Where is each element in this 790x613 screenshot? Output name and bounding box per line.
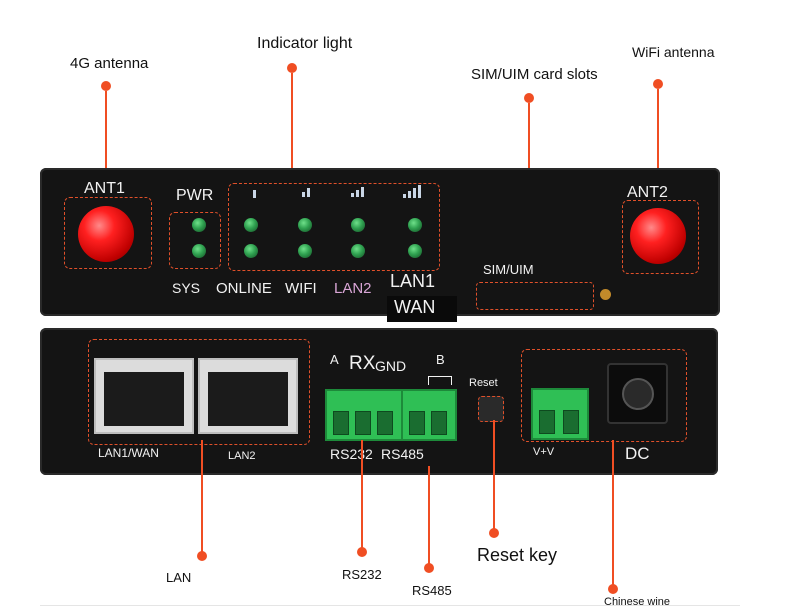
leader-line-rs485 bbox=[428, 466, 430, 564]
leader-line-dc bbox=[612, 440, 614, 586]
leader-dot-rs485 bbox=[424, 563, 434, 573]
callout-indicator-light: Indicator light bbox=[257, 35, 353, 52]
rx-label: RX bbox=[349, 353, 376, 374]
wan-label: WAN bbox=[394, 297, 436, 317]
lan1-led bbox=[408, 244, 422, 258]
leader-dot-lan bbox=[197, 551, 207, 561]
vv-label: V+V bbox=[533, 446, 555, 458]
ant2-antenna-icon bbox=[630, 208, 686, 264]
lan1-led-top bbox=[408, 218, 422, 232]
wan-label-bg bbox=[387, 296, 457, 322]
lan1-label: LAN1 bbox=[390, 271, 436, 291]
lan1-wan-label: LAN1/WAN bbox=[98, 446, 159, 460]
wifi-led bbox=[298, 244, 312, 258]
lan2-port[interactable] bbox=[198, 358, 298, 434]
pwr-label: PWR bbox=[176, 187, 214, 204]
mark-b-label: B bbox=[436, 352, 445, 367]
sys-led bbox=[192, 244, 206, 258]
reset-label: Reset bbox=[469, 377, 498, 389]
leader-dot-wifi bbox=[653, 79, 663, 89]
dc-label: DC bbox=[625, 444, 650, 463]
lan2-led-top bbox=[351, 218, 365, 232]
pwr-sys-frame bbox=[169, 212, 221, 269]
rs232-label: RS232 bbox=[330, 446, 373, 462]
leader-line-4g bbox=[105, 91, 107, 205]
leader-dot-indicator bbox=[287, 63, 297, 73]
signal-3-icon bbox=[351, 187, 364, 197]
signal-1-icon bbox=[253, 190, 256, 198]
sys-label: SYS bbox=[172, 280, 201, 296]
callout-reset-key: Reset key bbox=[477, 545, 558, 565]
wifi-label: WIFI bbox=[285, 280, 317, 297]
lan-frame bbox=[88, 339, 310, 445]
lan2-led bbox=[351, 244, 365, 258]
leader-line-indicator bbox=[291, 73, 293, 183]
mark-a-label: A bbox=[330, 352, 339, 367]
leader-dot-4g bbox=[101, 81, 111, 91]
ant1-frame bbox=[64, 197, 152, 269]
dc-jack-hole bbox=[622, 378, 654, 410]
online-led-top bbox=[244, 218, 258, 232]
leader-dot-rs232 bbox=[357, 547, 367, 557]
sim-uim-label: SIM/UIM bbox=[483, 262, 534, 277]
leader-dot-dc bbox=[608, 584, 618, 594]
rs485-terminal[interactable] bbox=[401, 389, 457, 441]
callout-4g-antenna: 4G antenna bbox=[70, 55, 149, 72]
leader-dot-reset bbox=[489, 528, 499, 538]
reset-button[interactable] bbox=[478, 396, 504, 422]
indicator-frame bbox=[228, 183, 440, 271]
callout-chinese-wine: Chinese wine bbox=[604, 596, 671, 608]
leader-dot-sim bbox=[524, 93, 534, 103]
leader-line-wifi bbox=[657, 89, 659, 199]
bottom-divider bbox=[40, 605, 740, 606]
lan2-label: LAN2 bbox=[334, 280, 372, 297]
signal-2-icon bbox=[302, 188, 310, 197]
callout-sim-slots: SIM/UIM card slots bbox=[471, 66, 598, 83]
ant2-frame bbox=[622, 200, 699, 274]
callout-rs232: RS232 bbox=[342, 567, 382, 582]
rear-lan2-label: LAN2 bbox=[228, 450, 256, 462]
signal-4-icon bbox=[403, 185, 421, 198]
rs232-terminal[interactable] bbox=[325, 389, 403, 441]
rs485-bracket bbox=[428, 376, 452, 385]
callout-lan: LAN bbox=[166, 570, 192, 585]
power-terminal[interactable] bbox=[531, 388, 589, 440]
dc-jack[interactable] bbox=[607, 363, 668, 424]
rs485-label: RS485 bbox=[381, 446, 424, 462]
power-frame bbox=[521, 349, 687, 442]
online-led bbox=[244, 244, 258, 258]
ant1-antenna-icon bbox=[78, 206, 134, 262]
lan1-wan-port[interactable] bbox=[94, 358, 194, 434]
leader-line-reset bbox=[493, 420, 495, 530]
sim-slot-frame bbox=[476, 282, 594, 310]
leader-line-rs232 bbox=[361, 440, 363, 548]
leader-line-lan bbox=[201, 440, 203, 553]
online-label: ONLINE bbox=[216, 280, 272, 297]
pwr-led bbox=[192, 218, 206, 232]
ant2-label: ANT2 bbox=[627, 184, 668, 201]
ant1-label: ANT1 bbox=[84, 180, 125, 197]
callout-rs485: RS485 bbox=[412, 583, 452, 598]
callout-wifi-antenna: WiFi antenna bbox=[632, 44, 715, 60]
sim-eject-button[interactable] bbox=[600, 289, 611, 300]
wifi-led-top bbox=[298, 218, 312, 232]
gnd-label: GND bbox=[375, 358, 407, 374]
